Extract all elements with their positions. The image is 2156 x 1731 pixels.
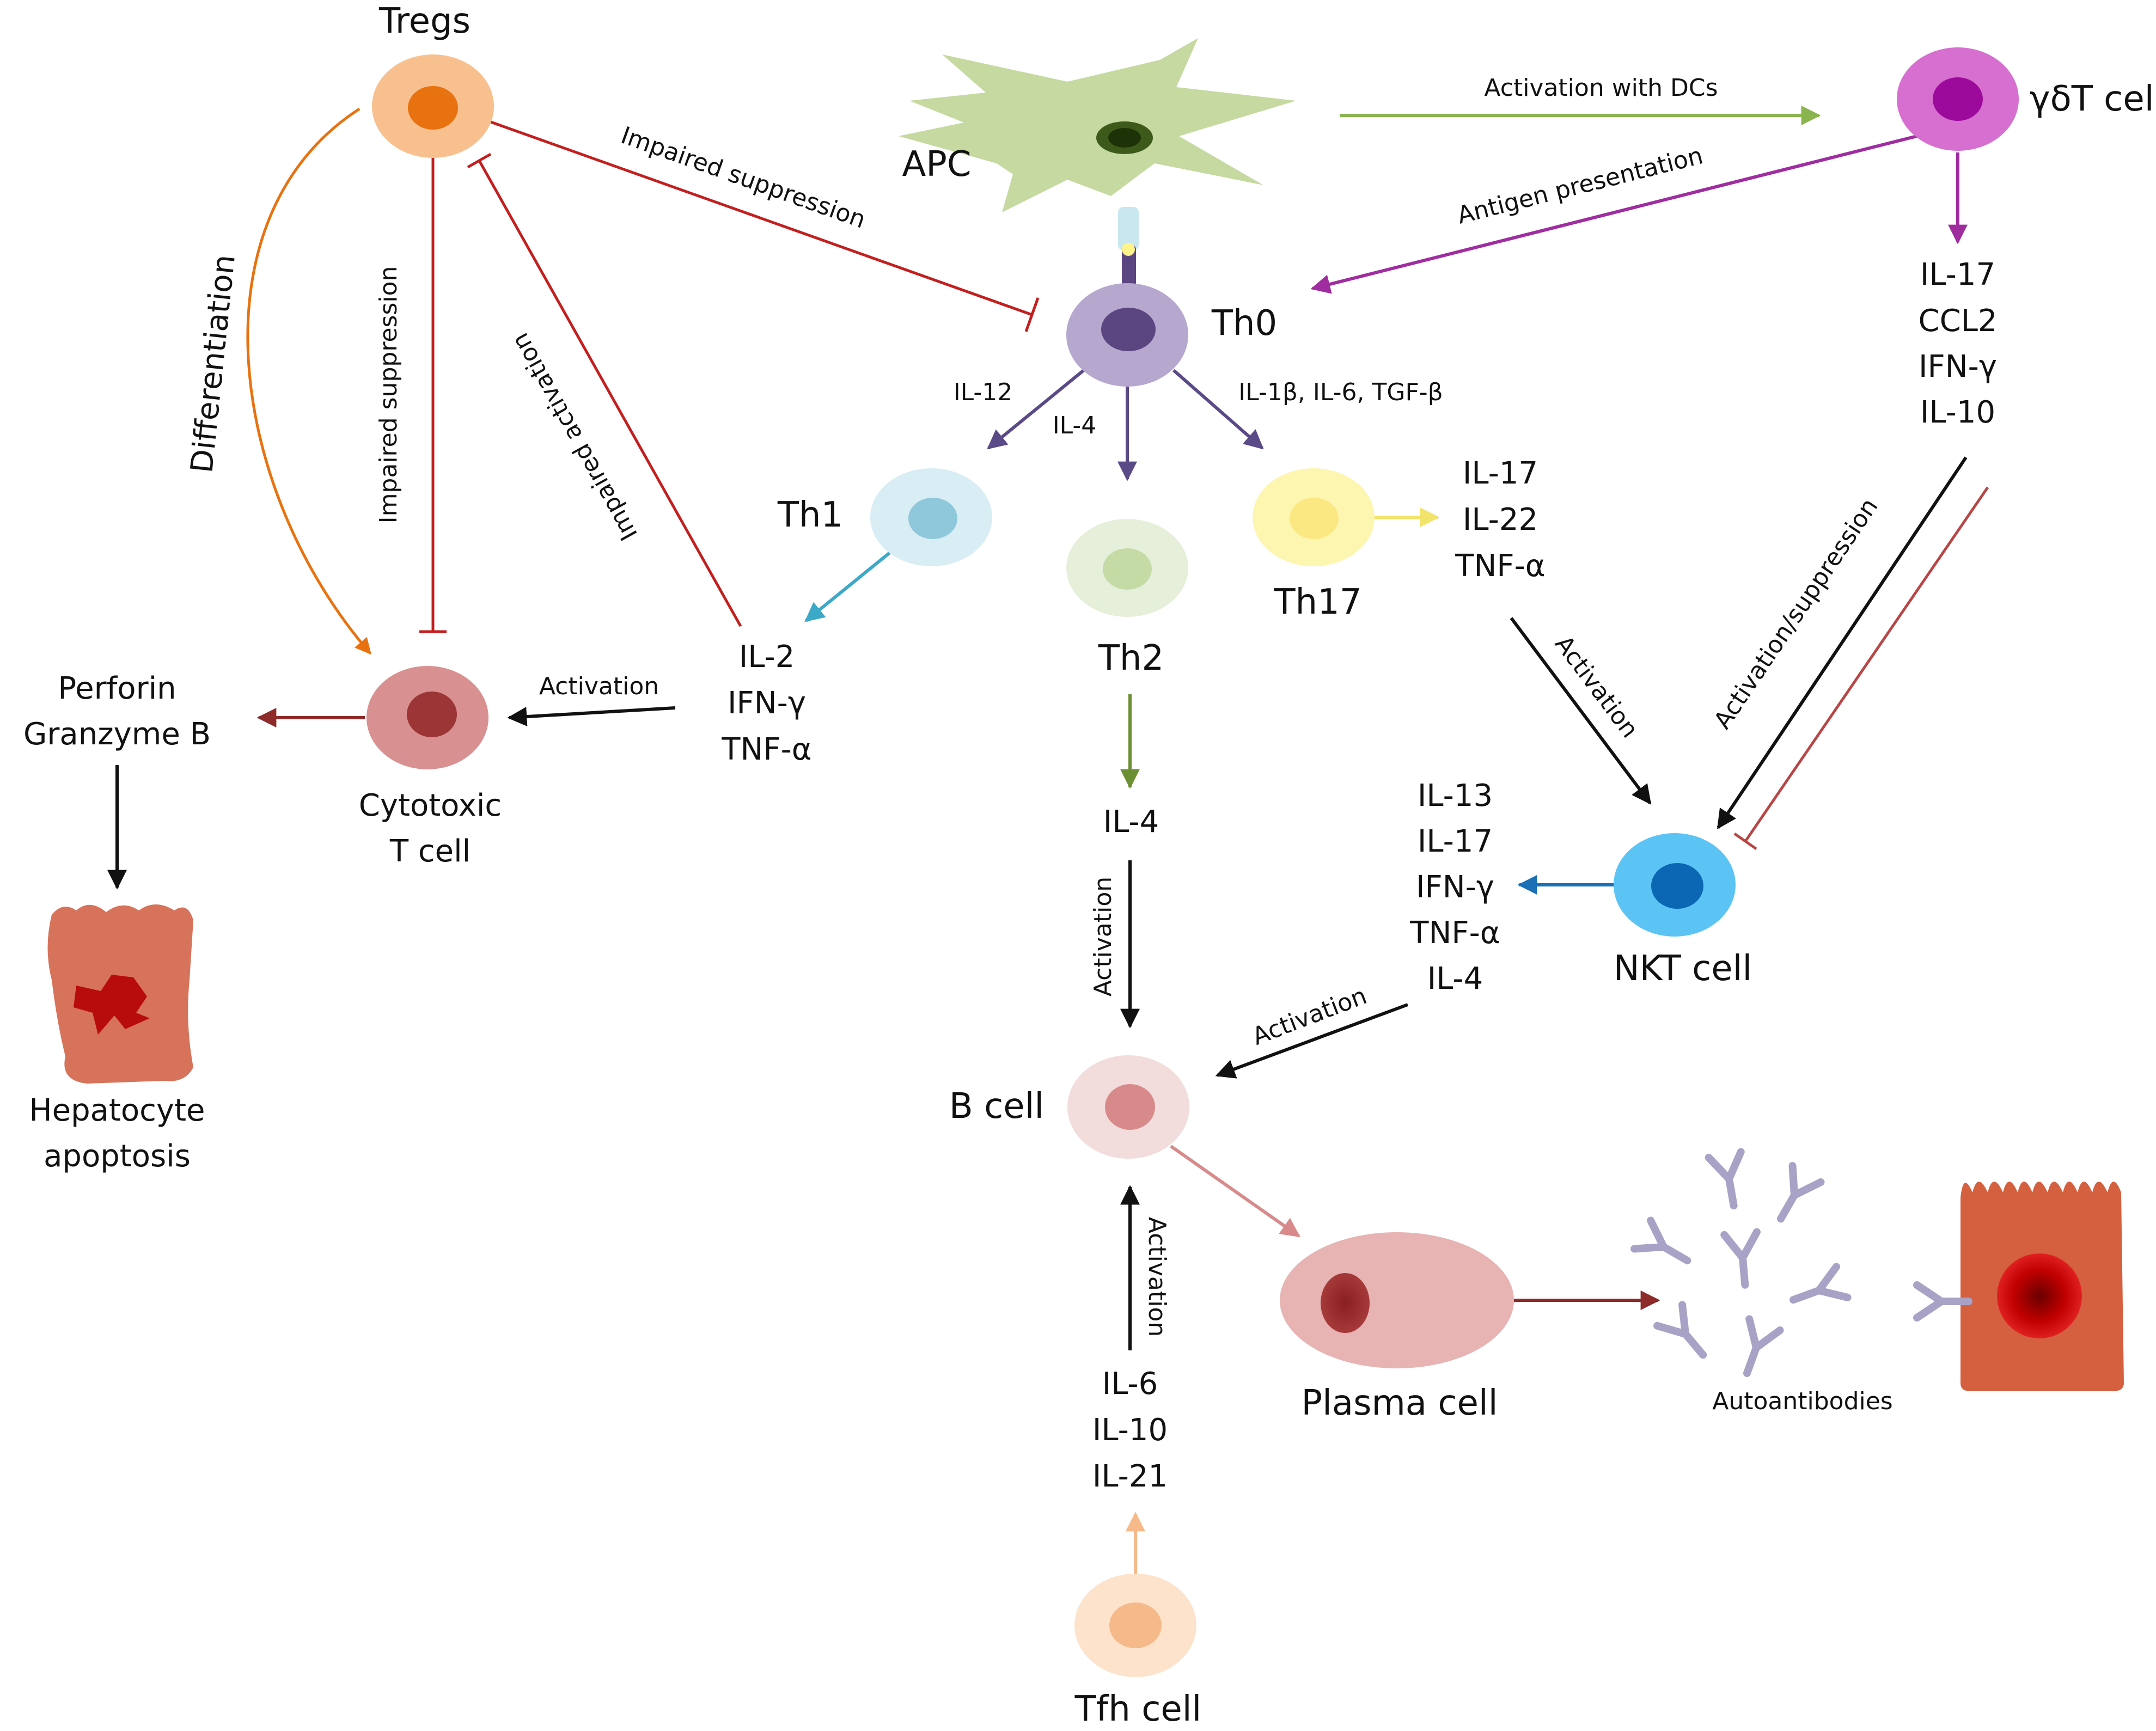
label-activation-tfh-bcell: Activation [1143,1217,1171,1337]
list-item: TNF-α [1409,915,1500,951]
cytotoxic-label-line1: Cytotoxic [359,788,502,823]
label-il12: IL-12 [954,378,1013,406]
hepatocyte-label-line2: apoptosis [44,1139,191,1174]
nkt-cytokine-list: IL-13 IL-17 IFN-γ TNF-α IL-4 [1409,778,1500,996]
nkt-cell [1614,833,1736,937]
antibody-icon [1653,1301,1707,1359]
tbar-th0 [1024,297,1040,332]
list-item: TNF-α [1455,548,1545,584]
arrow-gdt-to-nkt [1717,456,1968,829]
arrow-il2-to-ctl [507,706,676,727]
antibody-icon [1705,1148,1745,1210]
th1-cytokine-list: IL-2 IFN-γ TNF-α [721,639,811,767]
label-activation-suppression: Activation/suppression [1708,493,1883,734]
label-activation-with-dcs: Activation with DCs [1484,74,1718,102]
gdt-label: γδT cell [2030,79,2156,119]
list-item: Granzyme B [23,717,211,752]
list-item: IFN-γ [1416,870,1494,905]
hepatocyte-label-line1: Hepatocyte [29,1093,205,1128]
list-item: TNF-α [721,732,811,767]
apc-cell [899,38,1296,212]
tregs-cell [372,54,494,158]
tfh-cytokine-list: IL-6 IL-10 IL-21 [1092,1366,1168,1494]
apoptotic-hepatocyte [47,904,193,1084]
th2-cell [1066,519,1188,617]
list-item: IL-4 [1103,804,1159,840]
tfh-cell [1074,1574,1196,1677]
autoantibodies-label: Autoantibodies [1712,1387,1892,1415]
list-item: IL-2 [739,639,795,675]
tregs-label: Tregs [378,1,471,41]
nkt-label: NKT cell [1614,949,1752,989]
target-hepatocyte [1960,1182,2124,1391]
label-th17-cytokines: IL-1β, IL-6, TGF-β [1238,378,1443,406]
list-item: IL-10 [1920,395,1995,430]
label-impaired-suppression-ctl: Impaired suppression [375,266,402,524]
label-differentiation: Differentiation [184,253,242,474]
list-item: Perforin [58,671,176,706]
th17-cell [1253,468,1375,566]
antibody-icon [1789,1263,1852,1304]
list-item: CCL2 [1918,303,1997,339]
th17-cytokine-list: IL-17 IL-22 TNF-α [1455,456,1545,584]
antibody-icon [1777,1162,1825,1223]
antibody-icon [1720,1228,1761,1289]
gdt-cell [1897,47,2019,151]
label-activation-ctl: Activation [539,672,659,700]
arrow-th17-to-nkt [1510,617,1652,805]
arrow-il2-to-tregs [478,160,742,627]
th2-output-list: IL-4 [1103,804,1159,840]
list-item: IL-17 [1418,824,1493,859]
list-item: IFN-γ [1919,349,1997,384]
arrow-tregs-to-th0 [484,118,1033,316]
cytotoxic-label-line2: T cell [389,834,471,869]
label-impaired-suppression-th0: Impaired suppression [618,121,870,234]
label-activation-il4-bcell: Activation [1089,877,1117,996]
plasma-cell [1280,1232,1514,1368]
th2-label: Th2 [1098,638,1164,678]
th17-label: Th17 [1273,582,1361,622]
list-item: IL-17 [1463,456,1538,491]
arrow-th0-to-th17 [1172,369,1264,450]
antibody-icon [1630,1216,1691,1264]
b-cell [1067,1055,1189,1159]
th0-label: Th0 [1211,303,1277,344]
arrow-bcell-to-plasma [1170,1145,1300,1238]
list-item: IL-22 [1463,502,1538,537]
list-item: IL-10 [1092,1412,1168,1448]
gdt-cytokine-list: IL-17 CCL2 IFN-γ IL-10 [1918,257,1997,430]
arrow-tregs-differentiation [246,107,371,655]
apc-label: APC [902,144,971,185]
label-impaired-activation: Impaired activation [506,328,644,545]
connectors [107,106,1989,1576]
antibody-icon [1913,1281,1972,1322]
arrow-gdt-to-th0 [1310,134,1917,294]
list-item: IFN-γ [728,686,806,721]
label-il4-th2: IL-4 [1053,412,1097,439]
tbar-nkt [1733,832,1757,851]
arrow-nkt-cytokines-to-bcell [1215,1003,1409,1079]
th0-cell [1066,283,1188,387]
tcr-mhc-complex [1118,207,1139,291]
list-item: IL-13 [1418,778,1493,813]
th1-label: Th1 [777,495,843,535]
cytotoxic-t-cell [367,666,488,769]
autoantibodies-cluster [1630,1148,1972,1377]
list-item: IL-6 [1102,1366,1158,1402]
tbar-tregs [467,152,492,169]
tfh-label: Tfh cell [1074,1689,1202,1729]
perforin-list: Perforin Granzyme B [23,671,211,752]
list-item: IL-17 [1920,257,1995,292]
list-item: IL-4 [1427,961,1483,996]
antibody-icon [1743,1315,1784,1377]
label-antigen-presentation: Antigen presentation [1455,142,1706,229]
arrow-th0-to-th1 [987,369,1085,450]
plasma-label: Plasma cell [1302,1383,1498,1423]
th1-cell [870,468,992,566]
list-item: IL-21 [1092,1459,1168,1494]
bcell-label: B cell [949,1086,1044,1127]
arrow-th1-to-cytokines [804,548,894,622]
line-gdt-suppress-nkt [1744,486,1989,842]
